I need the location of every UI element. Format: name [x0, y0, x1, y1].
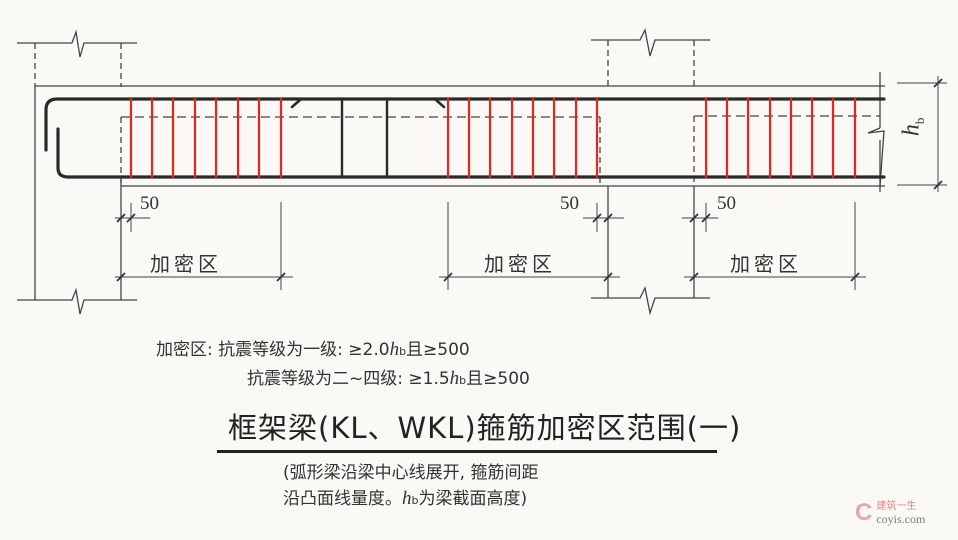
note-line-1: 加密区: 抗震等级为一级: ≥2.0hb且≥500: [156, 339, 470, 360]
watermark-logo-icon: C: [855, 499, 873, 526]
stirrup-hook: [290, 98, 302, 109]
dim-50-zone-3: 50: [717, 193, 736, 214]
left-column-bottom-break: [17, 287, 137, 315]
top-rebar: [44, 97, 886, 152]
title-underline: [217, 450, 717, 453]
dim-50-zone-2: 50: [560, 193, 579, 214]
beam-right-break: [867, 127, 885, 187]
figure-title: 框架梁(KL、WKL)箍筋加密区范围(一): [228, 411, 742, 445]
figure-caption: (弧形梁沿梁中心线展开, 箍筋间距 沿凸面线量度。hb为梁截面高度): [283, 463, 539, 509]
stirrup-hook: [434, 98, 446, 109]
watermark-url: coyis.com: [876, 512, 926, 526]
zone-label-1: 加密区: [150, 252, 222, 276]
left-column-top-break: [17, 29, 137, 58]
watermark: C 建筑一生 coyis.com: [855, 499, 926, 526]
beam-height-label: hb: [898, 117, 928, 137]
zone-label-2: 加密区: [484, 252, 556, 276]
middle-column-bottom-break: [591, 286, 710, 316]
dim-50-zone-1: 50: [140, 193, 159, 214]
dense-zone-notes: 加密区: 抗震等级为一级: ≥2.0hb且≥500 抗震等级为二~四级: ≥1.…: [156, 336, 530, 394]
bottom-rebar: [56, 127, 886, 179]
note-line-2: 抗震等级为二~四级: ≥1.5hb且≥500: [247, 368, 530, 389]
middle-column-top-break: [591, 27, 710, 57]
zone-label-3: 加密区: [730, 252, 802, 276]
